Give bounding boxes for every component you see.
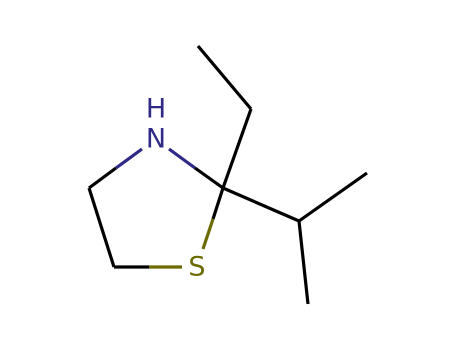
bond-ethyl-methyl	[196, 44, 253, 111]
bond-c5-c4	[87, 187, 116, 268]
nitrogen-hydrogen-label: H	[146, 94, 166, 125]
bond-c4-n-hetero	[115, 147, 143, 170]
bond-c2-ethyl	[221, 108, 253, 189]
bond-c2-s-hetero	[201, 218, 215, 250]
bond-n-c2-hetero	[168, 147, 196, 170]
bond-c2-s	[211, 187, 225, 220]
sulfur-label: S	[188, 252, 205, 283]
bond-c2-isopropyl	[222, 186, 300, 223]
bond-c4-n	[88, 166, 117, 190]
bond-n-c2	[194, 166, 224, 190]
bond-isopropyl-methyl-b	[297, 220, 310, 305]
nitrogen-label: N	[146, 124, 166, 155]
bond-isopropyl-methyl-a	[298, 171, 368, 223]
